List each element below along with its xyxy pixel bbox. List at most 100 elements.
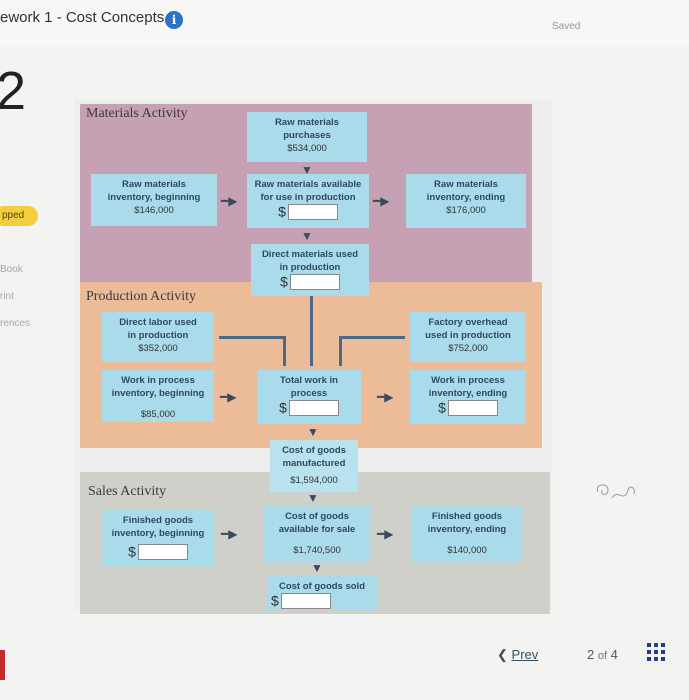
status-badge: pped [0, 206, 38, 226]
rm-ending-value: $176,000 [446, 205, 486, 216]
raw-materials-beginning-box: Raw materials inventory, beginning $146,… [91, 174, 217, 226]
arrow-down-icon: ▼ [307, 425, 319, 439]
box-label: Raw materials [122, 179, 186, 190]
box-label: for use in production [260, 192, 356, 203]
box-label: inventory, beginning [111, 528, 205, 539]
raw-materials-available-box: Raw materials available for use in produ… [247, 174, 369, 228]
arrow-down-icon: ▼ [307, 491, 319, 505]
box-label: inventory, ending [426, 192, 506, 203]
box-label: Raw materials [434, 179, 498, 190]
raw-materials-purchases-box: Raw materials purchases $534,000 [247, 112, 367, 162]
box-label: available for sale [278, 524, 356, 535]
chevron-left-icon: ❮ [497, 647, 508, 662]
box-label: Cost of goods [282, 445, 346, 456]
connector-line [219, 336, 285, 339]
page-indicator: 2 of 4 [587, 647, 618, 662]
total-wip-box: Total work in process $ [257, 370, 361, 424]
box-label: Work in process [431, 375, 505, 386]
box-label: used in production [425, 330, 511, 341]
box-label: Direct materials used [261, 249, 359, 260]
dollar-sign: $ [271, 592, 279, 609]
box-label: inventory, beginning [107, 192, 201, 203]
top-bar [0, 0, 689, 46]
arrow-down-icon: ▼ [301, 229, 313, 243]
connector-line [283, 336, 286, 366]
arrow-right-icon: ━▶ [377, 527, 394, 541]
wip-ending-box: Work in process inventory, ending $ [410, 370, 526, 424]
box-label: Cost of goods [285, 511, 349, 522]
sales-activity-label: Sales Activity [88, 484, 167, 499]
box-label: Raw materials [275, 117, 339, 128]
available-value: $1,740,500 [293, 545, 341, 556]
wip-beginning-value: $85,000 [140, 409, 176, 420]
arrow-right-icon: ━▶ [373, 194, 390, 208]
fg-ending-value: $140,000 [447, 545, 487, 556]
total-pages: 4 [610, 647, 618, 662]
direct-materials-input[interactable] [289, 274, 340, 290]
direct-labor-box: Direct labor used in production $352,000 [102, 312, 214, 362]
total-wip-input[interactable] [288, 400, 339, 416]
fg-beginning-input[interactable] [137, 544, 188, 560]
factory-overhead-box: Factory overhead used in production $752… [410, 312, 526, 362]
grid-menu-icon[interactable] [647, 643, 665, 661]
production-activity-label: Production Activity [86, 289, 197, 304]
sidebar-link-print[interactable]: rint [0, 291, 14, 302]
purchases-value: $534,000 [287, 143, 327, 154]
box-label: Factory overhead [428, 317, 508, 328]
question-number: 2 [0, 61, 27, 121]
connector-line [310, 296, 313, 366]
side-marker [0, 650, 5, 680]
box-label: Cost of goods sold [278, 581, 366, 592]
box-label: in production [127, 330, 189, 341]
cogs-box: Cost of goods sold $ [267, 576, 377, 610]
dollar-sign: $ [128, 543, 136, 560]
materials-activity-label: Materials Activity [86, 106, 188, 121]
box-label: Direct labor used [119, 317, 197, 328]
dollar-sign: $ [438, 399, 446, 416]
fg-ending-box: Finished goods inventory, ending $140,00… [412, 506, 522, 562]
saved-status: Saved [552, 21, 581, 32]
cogs-input[interactable] [280, 593, 331, 609]
box-label: Finished goods [431, 511, 503, 522]
prev-button[interactable]: ❮ Prev [497, 647, 538, 663]
arrow-right-icon: ━▶ [221, 527, 238, 541]
box-label: in production [279, 262, 341, 273]
arrow-down-icon: ▼ [311, 561, 323, 575]
box-label: Raw materials available [254, 179, 362, 190]
direct-labor-value: $352,000 [138, 343, 178, 354]
box-label: Work in process [121, 375, 195, 386]
cogm-value: $1,594,000 [290, 475, 338, 486]
box-label: Total work in [280, 375, 338, 386]
wip-ending-input[interactable] [447, 400, 498, 416]
of-label: of [597, 650, 608, 662]
connector-line [339, 336, 342, 366]
current-page: 2 [587, 647, 595, 662]
overhead-value: $752,000 [448, 343, 488, 354]
pen-scribble-icon [596, 484, 635, 499]
arrow-right-icon: ━▶ [220, 390, 237, 404]
arrow-right-icon: ━▶ [377, 390, 394, 404]
connector-line [339, 336, 405, 339]
goods-available-box: Cost of goods available for sale $1,740,… [264, 506, 370, 562]
info-icon[interactable]: i [165, 11, 183, 29]
rm-beginning-value: $146,000 [134, 205, 174, 216]
dollar-sign: $ [278, 203, 286, 220]
dollar-sign: $ [280, 273, 288, 290]
raw-materials-ending-box: Raw materials inventory, ending $176,000 [406, 174, 526, 228]
sidebar-link-ebook[interactable]: Book [0, 264, 23, 275]
wip-beginning-box: Work in process inventory, beginning $85… [102, 370, 214, 422]
rm-available-input[interactable] [287, 204, 338, 220]
page-title: ework 1 - Cost Concepts [0, 9, 165, 26]
box-label: process [290, 388, 328, 399]
direct-materials-used-box: Direct materials used in production $ [251, 244, 369, 296]
box-label: manufactured [282, 458, 346, 469]
box-label: inventory, ending [427, 524, 507, 535]
arrow-right-icon: ━▶ [221, 194, 238, 208]
box-label: Finished goods [122, 515, 194, 526]
prev-label: Prev [511, 647, 539, 662]
fg-beginning-box: Finished goods inventory, beginning $ [102, 510, 214, 566]
dollar-sign: $ [279, 399, 287, 416]
arrow-down-icon: ▼ [301, 163, 313, 177]
sidebar-link-references[interactable]: rences [0, 318, 31, 329]
box-label: inventory, ending [428, 388, 508, 399]
